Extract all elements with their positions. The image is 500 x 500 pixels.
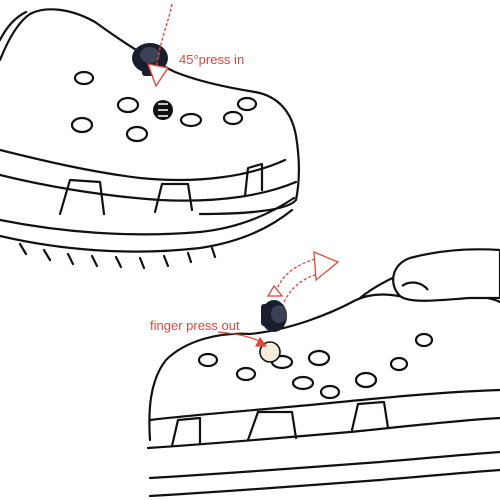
shoe-charm bbox=[153, 100, 173, 120]
finger bbox=[259, 341, 281, 363]
label-pointer bbox=[217, 331, 268, 347]
shoe-charm bbox=[261, 300, 287, 332]
clog-shoe-top bbox=[0, 8, 301, 270]
clog-shoe-bottom bbox=[146, 260, 500, 498]
annotation-press-out: finger press out bbox=[150, 318, 240, 333]
arrow-curved bbox=[146, 3, 173, 88]
annotation-press-in: 45°press in bbox=[179, 52, 245, 67]
finger bbox=[392, 248, 500, 302]
arrow-curved bbox=[266, 250, 340, 303]
